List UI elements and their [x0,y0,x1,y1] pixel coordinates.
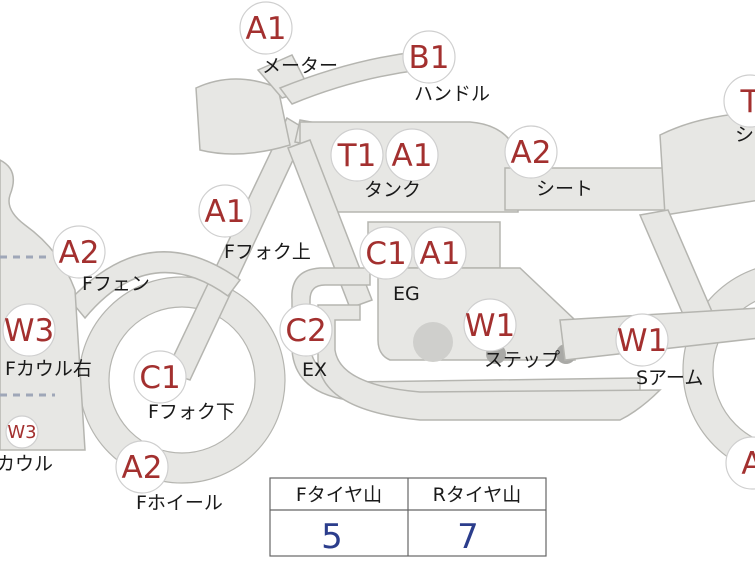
badge-code: W1 [465,308,515,344]
badge-code: C1 [139,360,180,396]
front-wheel-shape [79,277,285,483]
badge-code: W1 [617,323,667,359]
label-seat-right: シ [735,124,754,146]
badge-code: A2 [59,235,100,271]
badge-circle [198,184,252,238]
badge-code: A1 [392,138,433,174]
badge-code: A [741,446,755,482]
badge-code: B1 [409,40,450,76]
table-header-front: Fタイヤ山 [296,484,382,506]
badge-circle [330,128,384,182]
badge-code: W3 [7,422,36,443]
label-meter: メーター [262,55,338,77]
badge-code: C1 [365,236,406,272]
badge-circle [52,225,106,279]
label-ffork-upper: Fフォク上 [224,241,311,263]
badge-code: A1 [205,194,246,230]
badge-circle [615,313,669,367]
badge-circle [413,226,467,280]
badge-code: T1 [337,138,377,174]
badge-code: C2 [285,313,326,349]
label-ex: EX [302,359,327,381]
label-step: ステップ [484,349,560,371]
badge-circle [725,436,755,490]
label-ffork-lower: Fフォク下 [148,401,235,423]
label-fcowl-right: Fカウル右 [5,358,92,380]
badge-codes: A1 B1 T1 A1 A2 T A1 A2 C1 A1 W3 C2 W1 W1… [4,11,755,486]
badge-circle [359,226,413,280]
badge-circle [385,128,439,182]
front-cowl-shape [0,159,86,451]
badge-code: A1 [246,11,287,47]
label-ffender: Fフェン [82,273,150,295]
badge-circle [133,350,187,404]
table-header-rear: Rタイヤ山 [433,484,522,506]
badge-circle [115,440,169,494]
badge-circle [2,303,56,357]
label-cowl: カウル [0,453,53,475]
label-seat: シート [536,178,593,200]
badge-code: W3 [4,313,54,349]
tire-tread-table: Fタイヤ山 Rタイヤ山 5 7 [269,477,547,557]
badge-circle [463,298,517,352]
badge-circle [279,303,333,357]
badge-code: A1 [420,236,461,272]
label-sarm: Sアーム [636,367,703,389]
badge-circle [402,30,456,84]
badge-circle [5,415,39,449]
badge-code: A2 [122,450,163,486]
table-value-front: 5 [321,517,343,557]
part-labels: メーター ハンドル タンク シート シ Fフォク上 Fフェン EG Fカウル右 … [0,55,754,514]
front-fender-shape [68,251,242,320]
badge-circle [504,125,558,179]
badge-code: A2 [511,135,552,171]
table-value-rear: 7 [457,517,479,557]
label-handle: ハンドル [414,83,490,105]
badge-circle [723,74,755,128]
badge-code: T [740,84,755,120]
label-fwheel: Fホイール [136,492,223,514]
tail-shape [659,111,755,216]
label-eg: EG [393,283,420,305]
code-badges [2,1,755,494]
label-tank: タンク [364,179,421,201]
rear-wheel-shape [683,268,755,472]
badge-circle [239,1,293,55]
headlight-shape [195,78,291,155]
